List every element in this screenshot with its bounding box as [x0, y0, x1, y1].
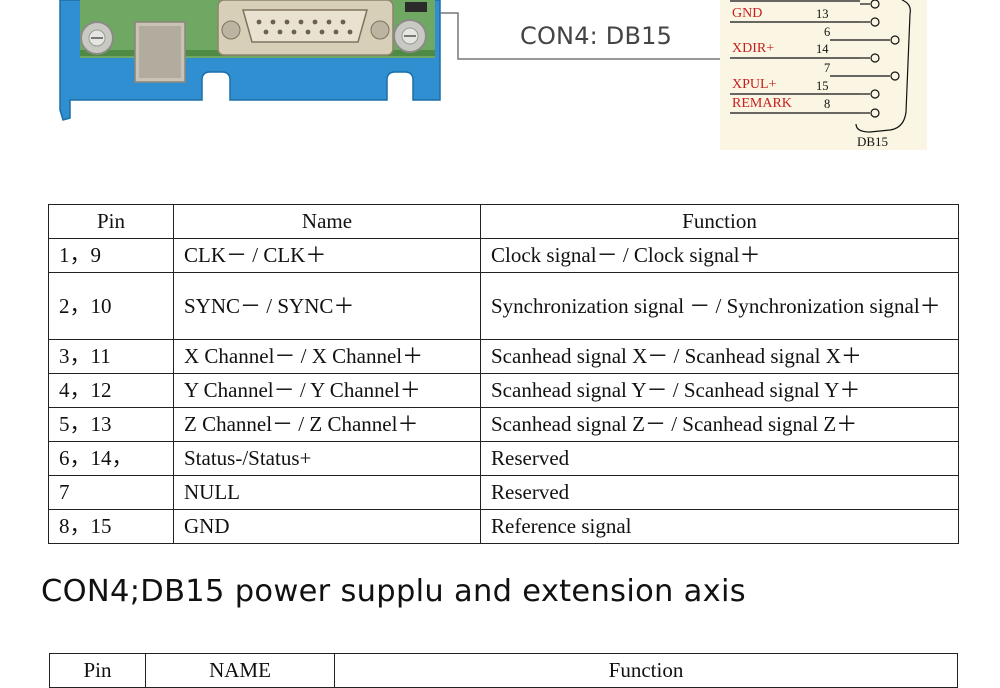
header-function: Function: [334, 653, 958, 688]
table-row: 1，9 CLK－ / CLK＋ Clock signal－ / Clock si…: [48, 238, 959, 273]
function-cell: Scanhead signal Y－ / Scanhead signal Y＋: [480, 373, 959, 408]
function-cell: Scanhead signal X－ / Scanhead signal X＋: [480, 339, 959, 374]
schematic-row-num: 14: [816, 42, 829, 56]
schematic-row-label: XDIR+: [732, 41, 775, 56]
table-row: 2，10 SYNC－ / SYNC＋ Synchronization signa…: [48, 272, 959, 340]
table-row: 5，13 Z Channel－ / Z Channel＋ Scanhead si…: [48, 407, 959, 442]
name-cell: X Channel－ / X Channel＋: [173, 339, 481, 374]
name-cell: NULL: [173, 475, 481, 510]
pin-cell: 1，9: [48, 238, 174, 273]
table-row: 3，11 X Channel－ / X Channel＋ Scanhead si…: [48, 339, 959, 374]
header-name: NAME: [145, 653, 335, 688]
table-row: 7 NULL Reserved: [48, 475, 959, 510]
pin-definition-table: Pin Name Function 1，9 CLK－ / CLK＋ Clock …: [48, 204, 959, 544]
name-cell: Y Channel－ / Y Channel＋: [173, 373, 481, 408]
name-cell: CLK－ / CLK＋: [173, 238, 481, 273]
table-row: 6，14， Status-/Status+ Reserved: [48, 441, 959, 476]
header-pin: Pin: [49, 653, 146, 688]
db15-schematic: GND 13 6 XDIR+ 14 7 XPUL+ 15 REMARK 8: [720, 0, 927, 150]
pin-cell: 6，14，: [48, 441, 174, 476]
pin-cell: 5，13: [48, 407, 174, 442]
callout-line: [440, 12, 722, 60]
header-name: Name: [173, 204, 481, 239]
function-cell: Clock signal－ / Clock signal＋: [480, 238, 959, 273]
table-row: 4，12 Y Channel－ / Y Channel＋ Scanhead si…: [48, 373, 959, 408]
function-cell: Reference signal: [480, 509, 959, 544]
schematic-row-num: 13: [816, 7, 829, 21]
schematic-row-num: 6: [824, 25, 831, 39]
pin-cell: 4，12: [48, 373, 174, 408]
table-header-row: Pin Name Function: [48, 204, 959, 239]
function-cell: Scanhead signal Z－ / Scanhead signal Z＋: [480, 407, 959, 442]
schematic-row-num: 7: [824, 61, 831, 75]
callout-label: CON4: DB15: [520, 22, 673, 50]
schematic-row-label: XPUL+: [732, 77, 777, 92]
schematic-row-label: GND: [732, 6, 763, 21]
board-photo: [55, 0, 445, 122]
table-row: 8，15 GND Reference signal: [48, 509, 959, 544]
pin-cell: 3，11: [48, 339, 174, 374]
header-function: Function: [480, 204, 959, 239]
section-heading: CON4;DB15 power supplu and extension axi…: [41, 574, 746, 609]
schematic-caption: DB15: [857, 134, 889, 149]
header-pin: Pin: [48, 204, 174, 239]
name-cell: Status-/Status+: [173, 441, 481, 476]
table-header-row: Pin NAME Function: [49, 653, 958, 688]
name-cell: SYNC－ / SYNC＋: [173, 272, 481, 340]
power-extension-table: Pin NAME Function: [49, 653, 958, 688]
schematic-row-num: 8: [824, 97, 831, 111]
pin-cell: 2，10: [48, 272, 174, 340]
name-cell: Z Channel－ / Z Channel＋: [173, 407, 481, 442]
schematic-row-label: REMARK: [732, 96, 792, 111]
pin-cell: 7: [48, 475, 174, 510]
function-cell: Reserved: [480, 441, 959, 476]
schematic-row-num: 15: [816, 79, 829, 93]
function-cell: Reserved: [480, 475, 959, 510]
pin-cell: 8，15: [48, 509, 174, 544]
function-cell: Synchronization signal － / Synchronizati…: [480, 272, 959, 340]
name-cell: GND: [173, 509, 481, 544]
